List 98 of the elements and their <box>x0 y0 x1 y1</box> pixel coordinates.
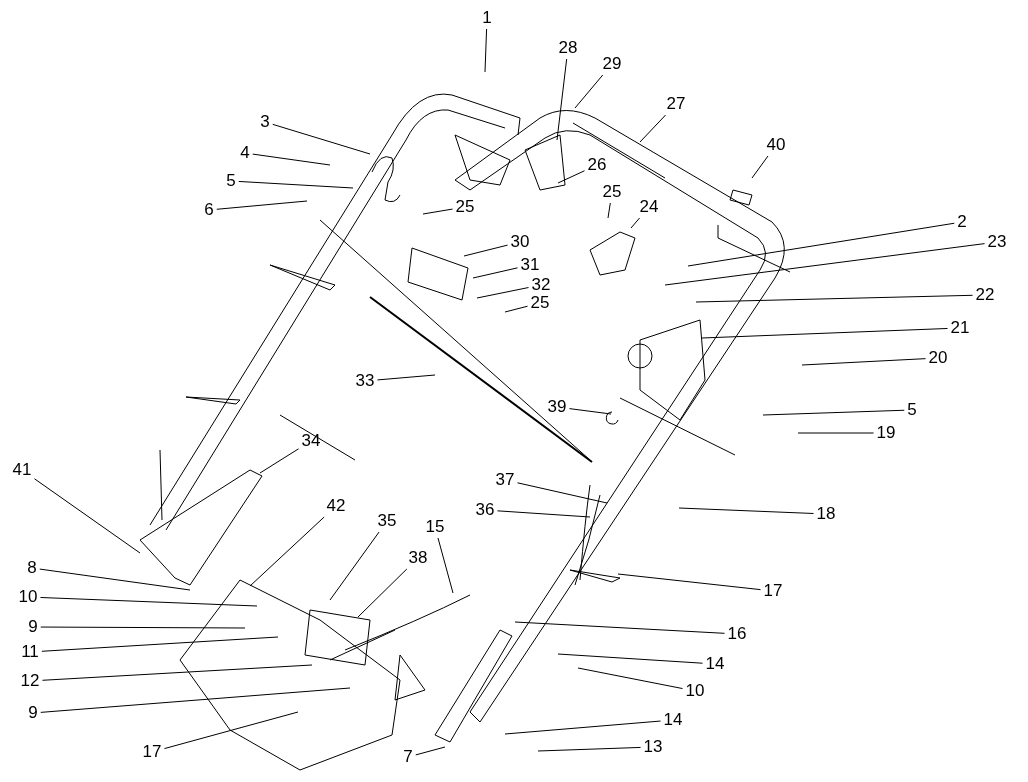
leader-line <box>687 222 955 267</box>
leader-line <box>40 626 246 629</box>
callout-number: 1 <box>481 9 493 27</box>
callout-number: 10 <box>684 682 706 700</box>
callout-number: 25 <box>601 183 623 201</box>
leader-line <box>476 287 530 299</box>
callout-number: 30 <box>509 233 531 251</box>
leader-line <box>557 170 586 184</box>
leader-line <box>537 746 642 752</box>
callout-number: 40 <box>765 136 787 154</box>
callout-number: 13 <box>642 738 664 756</box>
leader-line <box>39 597 258 607</box>
leader-line <box>259 448 300 474</box>
leader-line <box>437 537 454 594</box>
leader-line <box>415 746 446 756</box>
callout-number: 27 <box>665 95 687 113</box>
callout-number: 42 <box>325 497 347 515</box>
callout-number: 34 <box>300 432 322 450</box>
callout-number: 17 <box>141 743 163 761</box>
leader-line <box>39 568 191 591</box>
callout-number: 28 <box>557 39 579 57</box>
leader-line <box>557 653 704 664</box>
leader-line <box>472 267 519 279</box>
callout-number: 9 <box>27 618 39 636</box>
callout-number: 5 <box>906 401 918 419</box>
leader-line <box>574 74 604 109</box>
callout-number: 35 <box>376 512 398 530</box>
callout-number: 21 <box>949 319 971 337</box>
callout-number: 11 <box>20 643 40 661</box>
callout-number: 25 <box>454 198 476 216</box>
leader-line <box>762 409 905 416</box>
callout-number: 38 <box>407 549 429 567</box>
callout-number: 15 <box>424 518 446 536</box>
leader-line <box>249 516 325 587</box>
callout-number: 10 <box>17 588 39 606</box>
leader-line <box>664 243 986 286</box>
callout-number: 12 <box>19 672 41 690</box>
leader-line <box>496 510 591 518</box>
leader-line <box>678 507 815 514</box>
callout-number: 3 <box>259 113 271 131</box>
callout-number: 31 <box>519 256 541 274</box>
leader-line <box>607 202 611 219</box>
leader-line <box>504 305 529 313</box>
leader-line <box>577 667 684 690</box>
leader-line <box>630 217 641 229</box>
leader-line <box>33 478 141 554</box>
callout-number: 36 <box>474 501 496 519</box>
callout-number: 19 <box>875 424 897 442</box>
leader-line <box>463 244 509 257</box>
leader-line <box>376 374 436 381</box>
callout-number: 29 <box>601 55 623 73</box>
callout-number: 25 <box>529 294 551 312</box>
callout-number: 18 <box>815 505 837 523</box>
leader-line <box>163 711 299 750</box>
leader-line <box>40 687 351 713</box>
leader-line <box>216 200 308 210</box>
callout-number: 22 <box>974 286 996 304</box>
callout-number: 2 <box>956 213 968 231</box>
callout-number: 32 <box>530 276 552 294</box>
leader-line <box>801 358 927 366</box>
leader-line <box>751 155 769 179</box>
callout-number: 41 <box>11 461 33 479</box>
leader-line <box>484 28 488 73</box>
callout-number: 6 <box>203 201 215 219</box>
leader-line <box>504 720 662 735</box>
leader-line <box>272 123 371 155</box>
callout-number: 14 <box>662 711 684 729</box>
callout-number: 24 <box>638 198 660 216</box>
leader-line <box>238 180 354 189</box>
leader-line <box>701 328 949 339</box>
leader-line <box>556 58 568 141</box>
leader-line <box>516 482 608 504</box>
leader-line <box>514 621 726 634</box>
callout-number: 14 <box>704 655 726 673</box>
leader-line <box>41 664 313 681</box>
callout-number: 23 <box>986 233 1008 251</box>
callout-number: 7 <box>402 748 414 766</box>
callout-number: 37 <box>494 471 516 489</box>
leader-line <box>639 114 667 143</box>
leader-line <box>797 432 875 434</box>
leader-line <box>252 153 331 166</box>
leader-line <box>357 568 408 618</box>
callout-number: 26 <box>586 156 608 174</box>
callout-number: 39 <box>546 398 568 416</box>
callout-number: 17 <box>762 582 784 600</box>
callout-number: 4 <box>239 144 251 162</box>
callout-number: 33 <box>354 372 376 390</box>
leader-line <box>617 573 762 591</box>
callout-number: 5 <box>225 172 237 190</box>
leader-line <box>568 408 612 415</box>
callout-number: 16 <box>726 625 748 643</box>
callout-number: 20 <box>927 349 949 367</box>
leader-line <box>695 294 974 303</box>
leader-line <box>422 208 454 215</box>
callout-number: 8 <box>26 559 38 577</box>
leader-line <box>329 531 380 601</box>
callout-number: 9 <box>27 704 39 722</box>
leader-line <box>41 636 279 652</box>
